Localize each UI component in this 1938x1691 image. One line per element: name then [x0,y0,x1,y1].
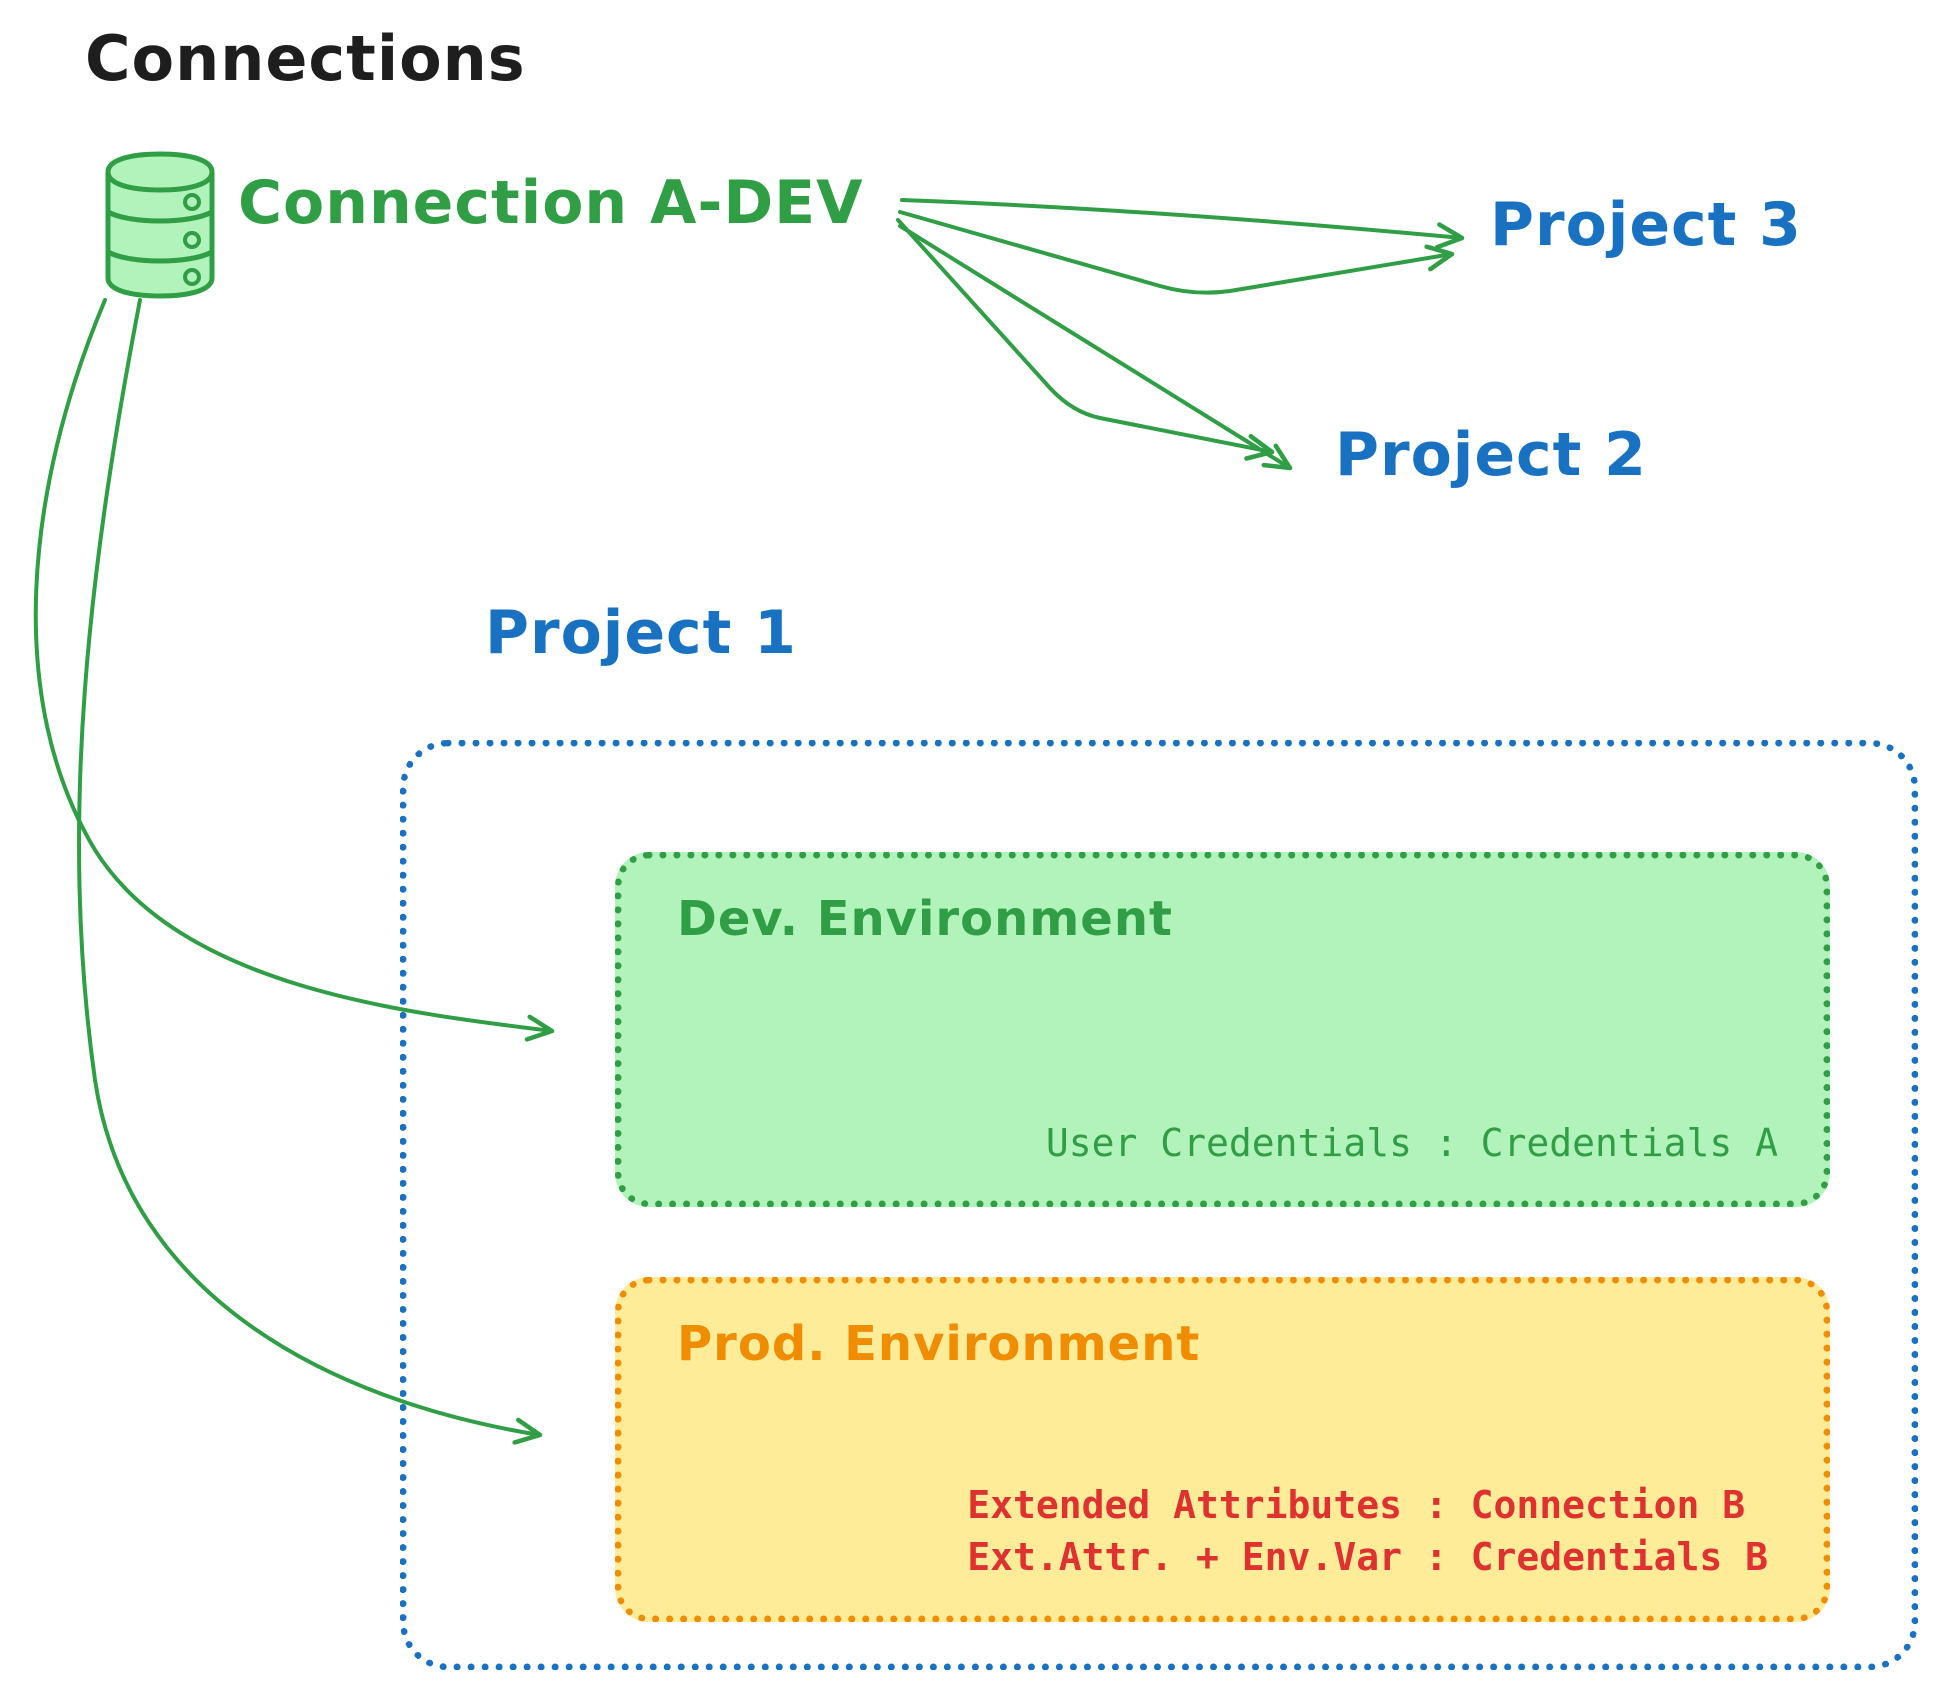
project-1-container: Dev. Environment User Credentials : Cred… [400,740,1918,1670]
project-3-label: Project 3 [1490,190,1802,260]
project-2-label: Project 2 [1335,420,1647,490]
prod-environment-title: Prod. Environment [677,1316,1201,1372]
database-icon-svg [105,151,215,299]
prod-attr-line1: Extended Attributes : Connection B [967,1483,1746,1527]
arrow-connection-to-project2-straight [898,224,1293,471]
connection-a-dev-label: Connection A-DEV [238,168,864,238]
prod-environment-box: Prod. Environment Extended Attributes : … [615,1277,1830,1622]
prod-attr-line2: Ext.Attr. + Env.Var : Credentials B [967,1535,1768,1579]
project-1-label: Project 1 [485,598,797,668]
arrow-connection-to-project2-bent [896,218,1275,461]
arrow-connection-to-project3-bent [898,210,1455,295]
database-icon [100,150,220,300]
dev-environment-box: Dev. Environment User Credentials : Cred… [615,852,1830,1207]
diagram-title: Connections [85,22,526,95]
prod-attributes-text: Extended Attributes : Connection B Ext.A… [967,1479,1768,1583]
dev-credentials-text: User Credentials : Credentials A [1045,1121,1778,1165]
dev-environment-title: Dev. Environment [677,891,1173,947]
arrow-connection-to-project3-straight [900,198,1465,250]
